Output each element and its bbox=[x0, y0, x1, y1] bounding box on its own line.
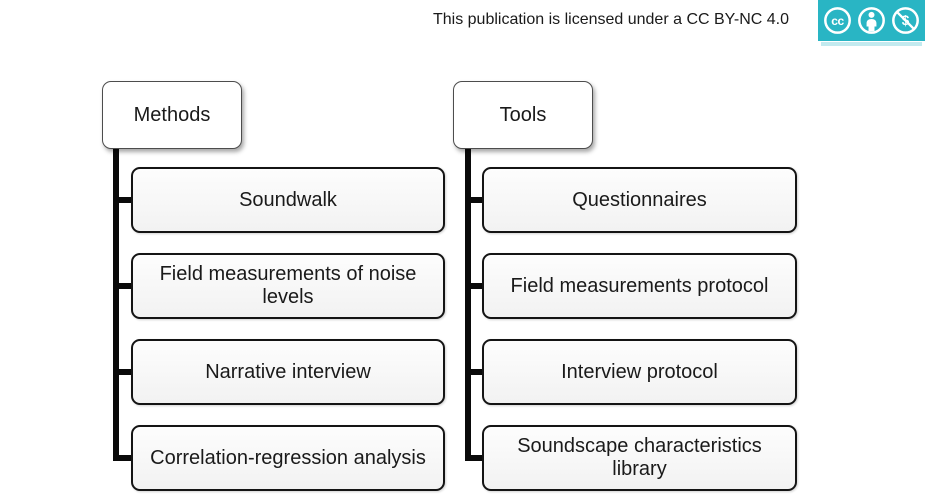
tools-connector-vertical bbox=[465, 147, 471, 461]
child-label: Field measurements protocol bbox=[510, 274, 769, 297]
tools-connector-stub-3 bbox=[465, 369, 484, 375]
attribution-person-icon bbox=[858, 7, 885, 34]
root-label-methods: Methods bbox=[133, 103, 211, 126]
child-box-questionnaires: Questionnaires bbox=[482, 167, 797, 233]
cc-license-badge: cc $ bbox=[818, 0, 925, 46]
tools-connector-stub-2 bbox=[465, 283, 484, 289]
child-label: Interview protocol bbox=[561, 360, 718, 383]
child-box-field-measurements-protocol: Field measurements protocol bbox=[482, 253, 797, 319]
child-box-field-measurements-noise: Field measurements of noise levels bbox=[131, 253, 445, 319]
child-label: Soundscape characteristics library bbox=[517, 435, 762, 480]
methods-connector-stub-4 bbox=[113, 455, 132, 461]
non-commercial-icon: $ bbox=[892, 7, 919, 34]
cc-icon: cc bbox=[824, 7, 851, 34]
root-label-tools: Tools bbox=[499, 103, 547, 126]
child-label: Field measurements of noise levels bbox=[159, 263, 417, 308]
child-label: Soundwalk bbox=[239, 188, 337, 211]
methods-connector-vertical bbox=[113, 147, 119, 461]
tools-connector-stub-1 bbox=[465, 197, 484, 203]
root-box-tools: Tools bbox=[453, 81, 593, 149]
child-box-soundwalk: Soundwalk bbox=[131, 167, 445, 233]
methods-connector-stub-3 bbox=[113, 369, 132, 375]
methods-connector-stub-2 bbox=[113, 283, 132, 289]
root-box-methods: Methods bbox=[102, 81, 242, 149]
license-text: This publication is licensed under a CC … bbox=[432, 11, 789, 28]
child-label: Narrative interview bbox=[205, 360, 371, 383]
svg-text:cc: cc bbox=[831, 14, 844, 28]
tools-connector-stub-4 bbox=[465, 455, 484, 461]
child-box-narrative-interview: Narrative interview bbox=[131, 339, 445, 405]
child-box-correlation-regression: Correlation-regression analysis bbox=[131, 425, 445, 491]
child-box-soundscape-library: Soundscape characteristics library bbox=[482, 425, 797, 491]
child-label: Questionnaires bbox=[572, 188, 707, 211]
child-label: Correlation-regression analysis bbox=[150, 446, 426, 469]
methods-connector-stub-1 bbox=[113, 197, 132, 203]
child-box-interview-protocol: Interview protocol bbox=[482, 339, 797, 405]
